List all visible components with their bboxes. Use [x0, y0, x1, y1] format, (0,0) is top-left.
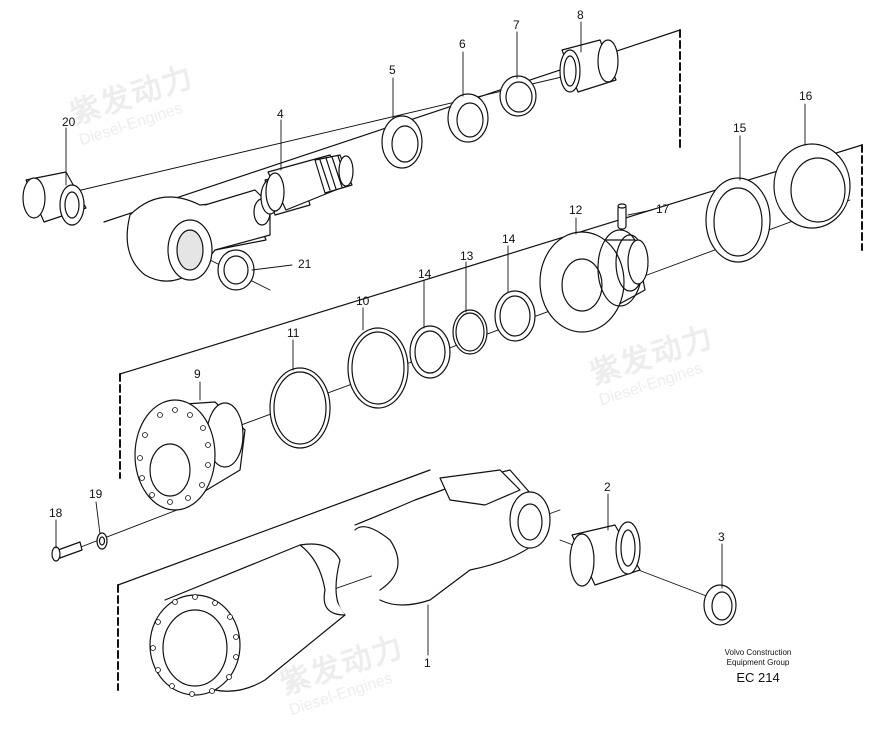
- callout-17: 17: [656, 202, 670, 216]
- seal-14a: [409, 325, 451, 379]
- callout-16: 16: [799, 89, 813, 103]
- leader-lines: [55, 21, 806, 656]
- seal-14b: [494, 290, 536, 342]
- callout-15: 15: [733, 121, 747, 135]
- o-ring-13: [452, 309, 488, 355]
- bushing-8: [559, 39, 619, 93]
- washer-19: [96, 532, 108, 550]
- cylinder-tube-1: [149, 469, 551, 697]
- caption-line-1: Volvo Construction: [724, 648, 792, 657]
- callout-labels: 20 4 5 6 7 8 16 15 12 17 14 13 14 10 11 …: [49, 8, 813, 670]
- seal-5: [381, 115, 423, 169]
- callout-7: 7: [513, 18, 520, 32]
- callout-19: 19: [89, 487, 103, 501]
- piston-12: [539, 229, 649, 333]
- seal-7: [499, 75, 537, 117]
- pin-17: [617, 203, 627, 230]
- callout-20: 20: [62, 115, 76, 129]
- bushing-20: [22, 171, 87, 226]
- callout-21: 21: [298, 257, 312, 271]
- callout-2: 2: [604, 480, 611, 494]
- figure-caption: Volvo Construction Equipment Group EC 21…: [703, 648, 813, 686]
- ring-3: [703, 584, 737, 626]
- screw-18: [51, 541, 83, 562]
- callout-1: 1: [424, 656, 431, 670]
- callout-18: 18: [49, 506, 63, 520]
- caption-code: EC 214: [736, 670, 780, 685]
- callout-5: 5: [389, 63, 396, 77]
- callout-9: 9: [194, 367, 201, 381]
- bearing-ring-15: [705, 177, 771, 263]
- caption-line-2: Equipment Group: [726, 658, 790, 667]
- rod-end-4: [265, 154, 354, 212]
- seal-6: [447, 93, 489, 143]
- ring-21: [217, 249, 255, 291]
- callout-6: 6: [459, 37, 466, 51]
- seal-16: [773, 143, 851, 229]
- callout-12: 12: [569, 203, 583, 217]
- callout-8: 8: [577, 8, 584, 22]
- callout-10: 10: [356, 294, 370, 308]
- callout-13: 13: [460, 249, 474, 263]
- callout-14b: 14: [502, 232, 516, 246]
- callout-14a: 14: [418, 267, 432, 281]
- o-ring-10: [347, 327, 409, 409]
- callout-4: 4: [277, 107, 284, 121]
- cylinder-head-9: [134, 399, 246, 511]
- o-ring-11: [269, 367, 331, 449]
- bushing-2: [569, 521, 641, 587]
- callout-11: 11: [287, 326, 300, 340]
- callout-3: 3: [718, 530, 725, 544]
